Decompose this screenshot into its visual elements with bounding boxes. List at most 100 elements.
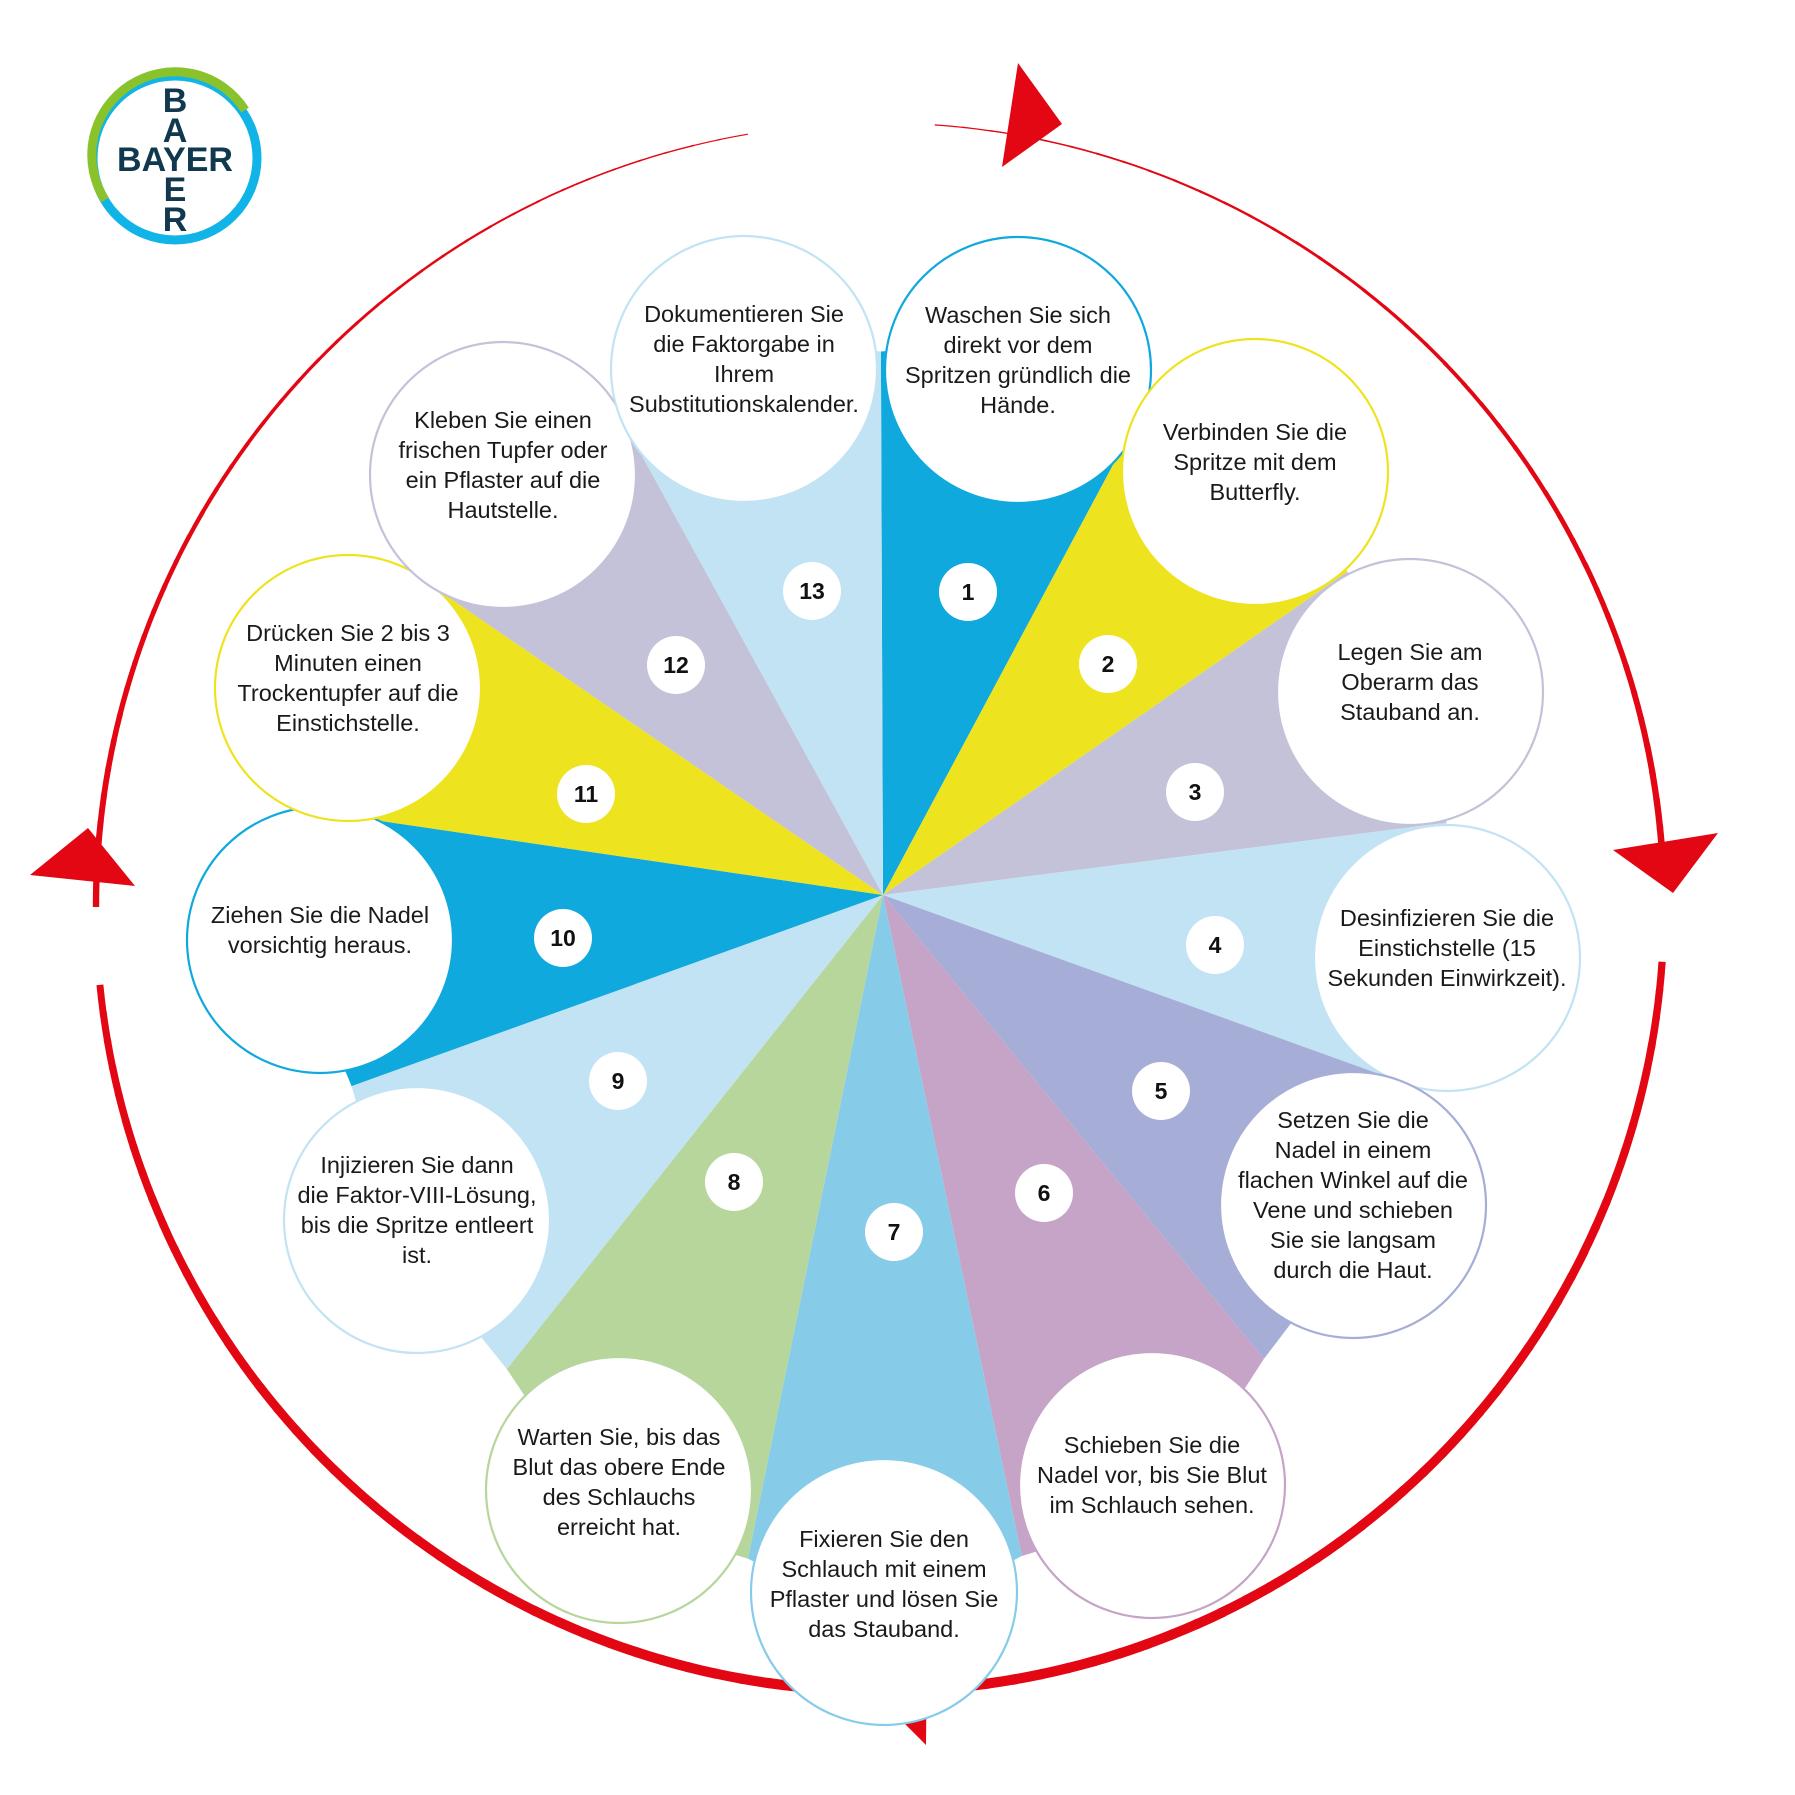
cycle-ring-segment: [1456, 1407, 1485, 1438]
cycle-ring-segment: [256, 1383, 283, 1414]
step-text-line: Hände.: [980, 392, 1056, 418]
cycle-ring-segment: [606, 1637, 640, 1658]
step-text-line: Warten Sie, bis das: [518, 1424, 721, 1450]
cycle-ring-segment: [1069, 145, 1101, 156]
cycle-ring-segment: [108, 1065, 123, 1098]
step-text-line: Stauband an.: [1340, 699, 1480, 725]
step-circle-outline: [609, 234, 879, 504]
cycle-ring-segment: [1339, 271, 1367, 293]
cycle-ring-segment: [1556, 513, 1577, 544]
step-text-line: erreicht hat.: [557, 1514, 681, 1540]
step-text-line: ist.: [402, 1242, 432, 1268]
step-badge-1: 1: [939, 563, 997, 621]
cycle-ring-segment: [435, 1550, 468, 1576]
cycle-ring-segment: [580, 1627, 614, 1649]
cycle-ring-segment: [173, 534, 192, 565]
cycle-ring-segment: [116, 686, 131, 718]
step-text-line: Nadel vor, bis Sie Blut: [1037, 1462, 1267, 1488]
cycle-ring-segment: [1601, 1173, 1621, 1207]
step-badge-12: 12: [647, 636, 705, 694]
step-text-line: Setzen Sie die: [1277, 1107, 1429, 1133]
cycle-ring-segment: [195, 1293, 219, 1325]
cycle-ring-segment: [716, 133, 749, 141]
cycle-ring-segment: [1655, 961, 1666, 994]
step-text-line: Ihrem: [714, 361, 774, 387]
badge-circle: [705, 1153, 763, 1211]
cycle-ring-segment: [1361, 287, 1389, 311]
cycle-ring-segment: [1437, 1428, 1467, 1458]
step-text-line: Oberarm das: [1341, 669, 1478, 695]
cycle-ring-segment: [458, 1565, 491, 1591]
step-text-line: Drücken Sie 2 bis 3: [246, 620, 450, 646]
cycle-ring-segment: [535, 188, 566, 204]
step-circle-outline: [1120, 337, 1390, 607]
step-text-line: Einstichstelle.: [276, 710, 420, 736]
step-text-line: Injizieren Sie dann: [320, 1152, 513, 1178]
cycle-ring-segment: [1604, 612, 1621, 644]
step-text-line: Butterfly.: [1210, 479, 1301, 505]
cycle-ring-segment: [1312, 1537, 1344, 1564]
cycle-ring-segment: [690, 138, 722, 147]
cycle-ring-segment: [1508, 1342, 1534, 1374]
badge-circle: [1132, 1062, 1190, 1120]
badge-number: 10: [550, 925, 576, 951]
cycle-ring-segment: [150, 583, 168, 615]
cycle-ring-segment: [1265, 1567, 1299, 1593]
cycle-ring-segment: [1542, 490, 1564, 520]
badge-circle: [534, 909, 592, 967]
step-text-line: Legen Sie am: [1337, 639, 1482, 665]
cycle-ring-segment: [1461, 381, 1485, 408]
step-badge-11: 11: [557, 765, 615, 823]
cycle-ring-segment: [685, 1661, 719, 1679]
cycle-ring-segment: [511, 199, 541, 216]
step-badge-6: 6: [1015, 1164, 1073, 1222]
cycle-ring-segment: [1579, 1224, 1601, 1257]
step-circle-outline: [213, 553, 483, 823]
logo-letter: R: [163, 201, 188, 239]
cycle-ring-segment: [1247, 213, 1277, 232]
arrow-top-icon: [1002, 63, 1062, 167]
cycle-ring-segment: [1289, 1552, 1322, 1579]
cycle-ring-segment: [1142, 1629, 1176, 1650]
cycle-ring-segment: [209, 1316, 234, 1348]
step-text-line: Vene und schieben: [1253, 1197, 1453, 1223]
badge-number: 3: [1189, 779, 1202, 805]
step-text-line: Spritzen gründlich die: [905, 362, 1131, 388]
cycle-ring-segment: [1628, 1095, 1645, 1129]
badge-number: 8: [728, 1169, 741, 1195]
badge-circle: [1015, 1164, 1073, 1222]
cycle-ring-segment: [349, 1483, 380, 1512]
cycle-ring-segment: [1198, 189, 1228, 206]
badge-circle: [1186, 916, 1244, 974]
cycle-ring-segment: [711, 1668, 745, 1685]
badge-number: 4: [1209, 932, 1222, 958]
cycle-ring-segment: [244, 419, 267, 448]
cycle-ring-segment: [121, 1118, 139, 1151]
cycle-ring-segment: [1095, 152, 1127, 164]
cycle-ring-segment: [487, 211, 517, 229]
cycle-ring-segment: [413, 1534, 445, 1561]
step-circle-outline: [1218, 1070, 1488, 1340]
cycle-ring-segment: [1570, 537, 1589, 569]
badge-circle: [783, 562, 841, 620]
arrow-right-icon: [1613, 833, 1718, 893]
step-text-line: direkt vor dem: [944, 332, 1093, 358]
cycle-ring-segment: [110, 712, 123, 745]
cycle-ring-segment: [984, 1674, 1017, 1689]
step-badge-7: 7: [865, 1203, 923, 1261]
cycle-ring-segment: [1042, 139, 1074, 149]
cycle-ring-segment: [123, 659, 139, 692]
cycle-ring-segment: [1173, 179, 1204, 194]
cycle-ring-segment: [1496, 423, 1519, 451]
logo-horizontal-text: BAYER: [117, 141, 233, 179]
